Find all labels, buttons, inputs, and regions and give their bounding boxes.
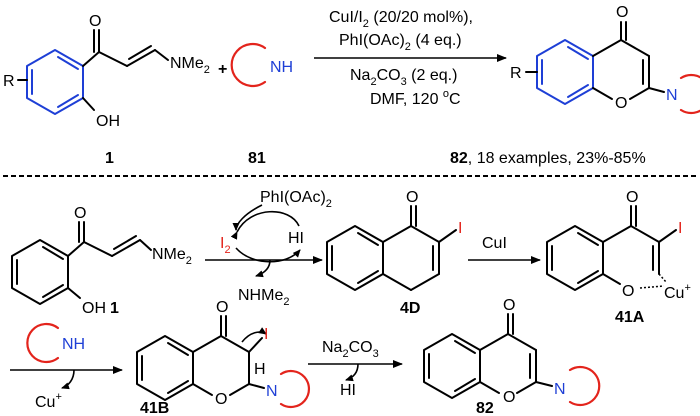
iodine-label: I2 xyxy=(220,235,231,256)
atom-nh: NH xyxy=(62,336,85,353)
atom-o-ring: O xyxy=(615,95,627,112)
amine-ring xyxy=(568,365,601,407)
product-82-top: O O N R 82, 18 examples, 23%-85% xyxy=(450,4,700,167)
byproduct-hi: HI xyxy=(340,382,356,399)
compound-label: 1 xyxy=(105,150,114,167)
elimination-arrow xyxy=(241,327,267,343)
oxidation-arrow xyxy=(232,204,263,231)
amine-ring xyxy=(279,369,311,409)
atom-o: O xyxy=(216,299,228,316)
elimination-step: Na2CO3 HI xyxy=(308,339,403,399)
atom-o: O xyxy=(74,205,86,222)
compound-label: 82 xyxy=(476,400,494,416)
plus-sign: + xyxy=(218,61,227,78)
amine-ring xyxy=(230,42,267,88)
compound-label: 4D xyxy=(400,300,420,317)
atom-i: I xyxy=(264,326,268,343)
atom-o: O xyxy=(503,297,515,314)
atom-o: O xyxy=(89,13,101,30)
compound-label: 41B xyxy=(140,400,169,416)
intermediate-41a: O I O Cu+ 41A xyxy=(546,189,691,326)
atom-i: I xyxy=(678,220,682,237)
atom-oh: OH xyxy=(96,113,120,130)
intermediate-4d: O I 4D xyxy=(326,189,462,317)
product-82-mechanism: O O N 82 xyxy=(423,297,601,416)
condition-oxidant: PhI(OAc)2 (4 eq.) xyxy=(339,32,462,53)
intermediate-41b: O I H O N 41B xyxy=(136,299,311,416)
release-arrow xyxy=(255,259,271,278)
atom-o: O xyxy=(626,189,638,206)
reaction-conditions: CuI/I2 (20/20 mol%), PhI(OAc)2 (4 eq.) N… xyxy=(314,9,507,108)
reagent-cui: CuI xyxy=(482,235,507,252)
condition-solvent-temp: DMF, 120 oC xyxy=(370,88,461,108)
cycle-arc-top xyxy=(230,210,300,240)
product-description: 82, 18 examples, 23%-85% xyxy=(450,150,646,167)
compound-label: 1 xyxy=(110,300,119,317)
atom-n: N xyxy=(554,381,566,398)
group-nme2: NMe2 xyxy=(170,55,210,76)
copper-cation: Cu+ xyxy=(664,282,691,302)
iodine-cycle: PhI(OAc)2 I2 HI NHMe2 xyxy=(205,189,332,308)
release-arrow xyxy=(61,369,75,390)
compound-label: 81 xyxy=(248,150,266,167)
hi-label: HI xyxy=(288,230,304,247)
amine-addition-step: NH Cu+ xyxy=(10,322,123,411)
atom-i: I xyxy=(458,220,462,237)
compound-1-top: O OH R NMe2 1 xyxy=(3,13,210,167)
compound-1-mechanism: O OH NMe2 1 xyxy=(11,205,192,317)
condition-catalyst: CuI/I2 (20/20 mol%), xyxy=(329,9,473,30)
atom-r: R xyxy=(3,73,15,90)
atom-o-ring: O xyxy=(622,283,634,300)
atom-o: O xyxy=(406,189,418,206)
byproduct-label: NHMe2 xyxy=(238,287,289,308)
amine-ring xyxy=(26,322,60,364)
atom-oh: OH xyxy=(82,300,106,317)
atom-h: H xyxy=(254,361,266,378)
atom-o-ring: O xyxy=(503,389,515,406)
atom-o: O xyxy=(616,4,628,21)
compound-label: 41A xyxy=(615,309,645,326)
oxidant-label: PhI(OAc)2 xyxy=(260,189,332,210)
atom-n: N xyxy=(666,87,678,104)
atom-nh: NH xyxy=(270,59,293,76)
reagent-base: Na2CO3 xyxy=(322,339,379,360)
condition-base: Na2CO3 (2 eq.) xyxy=(350,67,457,88)
cycle-arc-bottom xyxy=(235,247,301,263)
atom-r: R xyxy=(510,65,522,82)
amine-ring xyxy=(679,73,700,115)
benzene-ring xyxy=(26,49,84,115)
group-nme2: NMe2 xyxy=(152,246,192,267)
release-arrow xyxy=(345,363,359,382)
amine-81: NH 81 xyxy=(230,42,293,167)
atom-o-ring: O xyxy=(215,391,227,408)
copper-release: Cu+ xyxy=(35,391,62,411)
atom-n: N xyxy=(266,383,278,400)
benzo-ring xyxy=(536,39,594,105)
